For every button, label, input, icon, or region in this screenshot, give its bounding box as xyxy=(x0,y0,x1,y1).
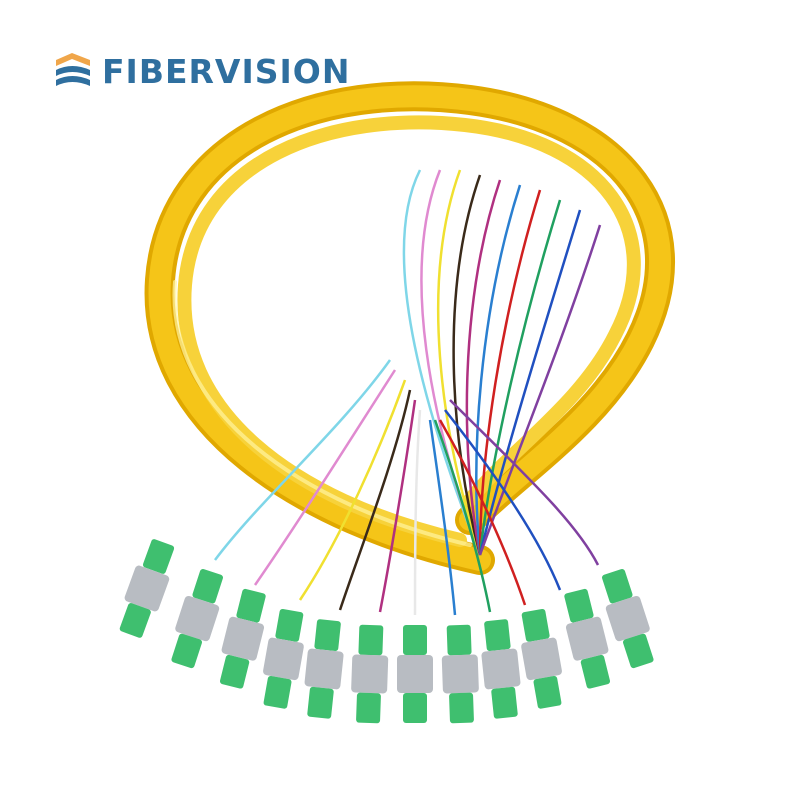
brand-logo: FIBERVISION xyxy=(52,48,350,94)
connector xyxy=(219,588,266,689)
colored-fibers xyxy=(214,169,602,616)
connector xyxy=(602,569,654,669)
connector xyxy=(564,588,611,689)
connector xyxy=(304,619,344,719)
connector xyxy=(481,619,521,719)
connector xyxy=(441,624,479,724)
connector xyxy=(351,624,389,724)
yellow-cable-coil xyxy=(144,81,675,575)
connector xyxy=(397,625,433,723)
connector xyxy=(171,569,223,669)
brand-name: FIBERVISION xyxy=(102,51,351,91)
connector xyxy=(263,608,304,709)
fc-connectors xyxy=(119,539,654,724)
connector xyxy=(119,539,175,638)
connector xyxy=(521,608,562,709)
fibervision-logo-icon xyxy=(56,53,90,86)
